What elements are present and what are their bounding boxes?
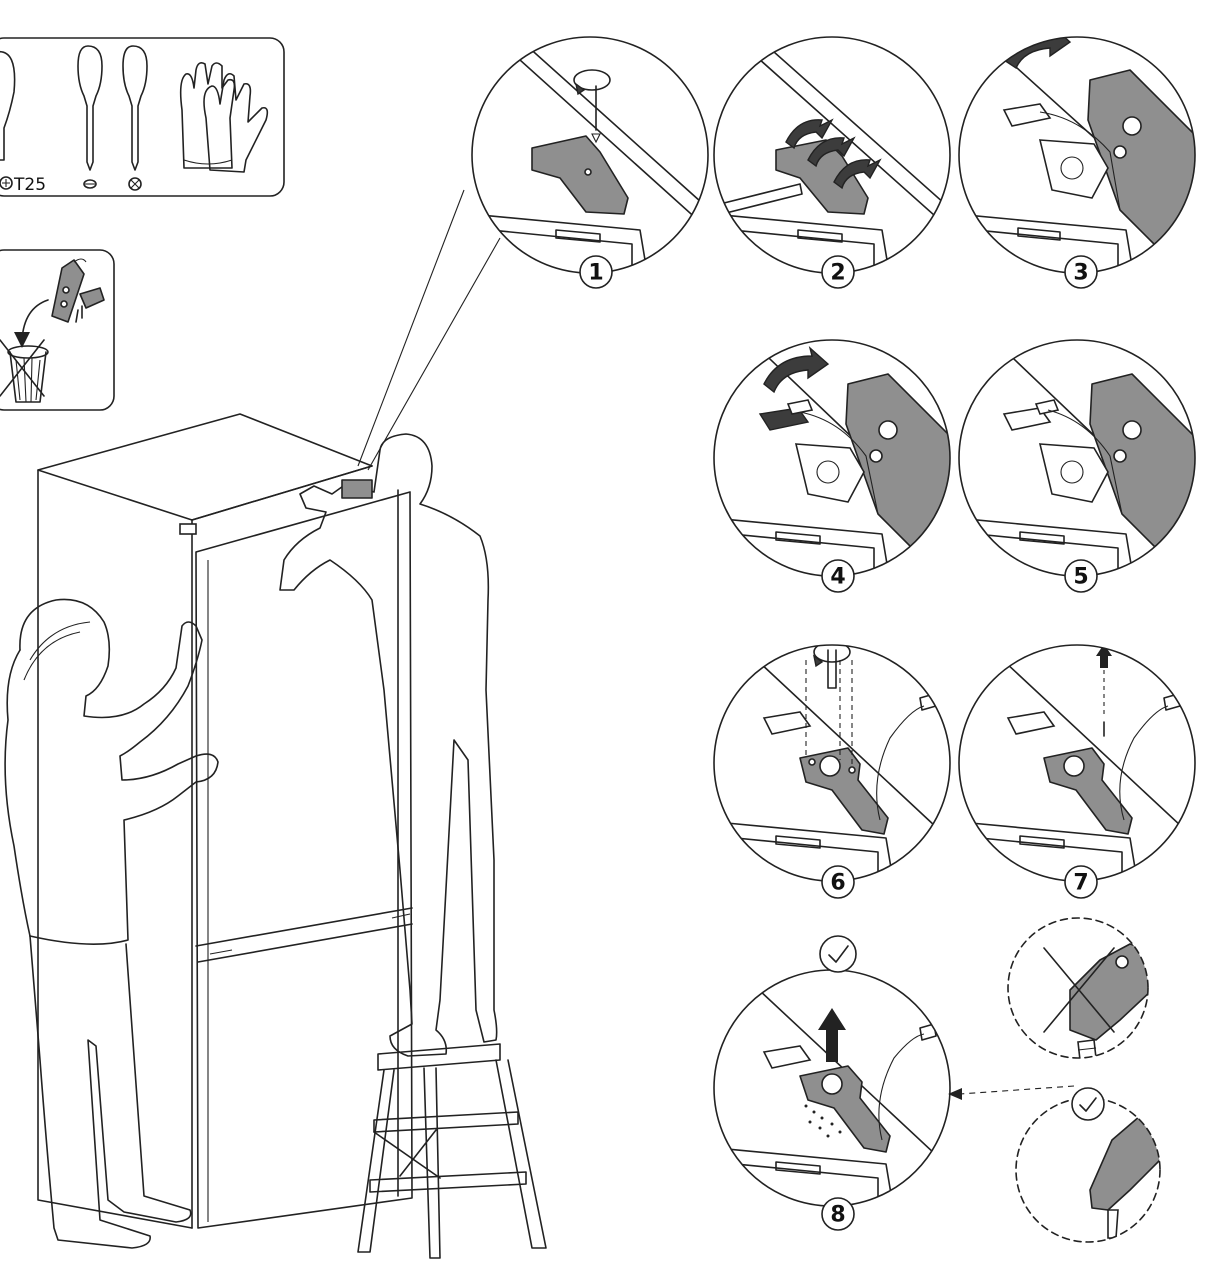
tools-panel: T25 [0,38,284,196]
step-number-4: 4 [822,560,854,592]
step-ladder [358,1044,546,1258]
person-on-ladder [280,434,497,1056]
refrigerator [38,414,412,1228]
torx-size-label: T25 [13,175,46,195]
wrong-position-detail [1008,918,1160,1060]
step-5-detail [956,340,1202,594]
step-2-detail [712,36,972,290]
step-number-2: 2 [822,256,854,288]
svg-text:2: 2 [830,261,845,286]
correct-position-detail [1016,1088,1170,1242]
zoom-lines [358,190,500,470]
step-7-detail [959,644,1196,898]
svg-text:4: 4 [830,565,845,590]
helper-person [5,599,218,1248]
torx-screwdriver-icon [0,52,15,189]
hinge-parts-icon [52,259,104,322]
checkmark-icon [1072,1088,1104,1120]
phillips-screwdriver-icon [123,46,147,190]
reference-arrow [948,1086,1074,1100]
step-3-detail [956,26,1200,290]
flat-screwdriver-icon [78,46,102,188]
step-1-detail [470,36,730,290]
step-4-detail [712,340,958,594]
svg-text:3: 3 [1073,261,1088,286]
svg-text:7: 7 [1073,871,1088,896]
svg-text:6: 6 [830,871,845,896]
svg-text:1: 1 [588,261,603,286]
svg-text:8: 8 [830,1203,845,1228]
hinge-cover [180,524,196,534]
step-number-7: 7 [1065,866,1097,898]
step-8-detail [714,936,950,1224]
step-number-6: 6 [822,866,854,898]
svg-text:5: 5 [1073,565,1088,590]
step-6-detail [714,642,950,898]
step-number-8: 8 [822,1198,854,1230]
keep-parts-panel [0,250,114,410]
gloves-icon [181,63,268,172]
do-not-discard-icon [0,300,48,402]
checkmark-icon [820,936,856,972]
hinge-location-marker [342,480,372,498]
step-number-1: 1 [580,256,612,288]
step-number-3: 3 [1065,256,1097,288]
step-number-5: 5 [1065,560,1097,592]
